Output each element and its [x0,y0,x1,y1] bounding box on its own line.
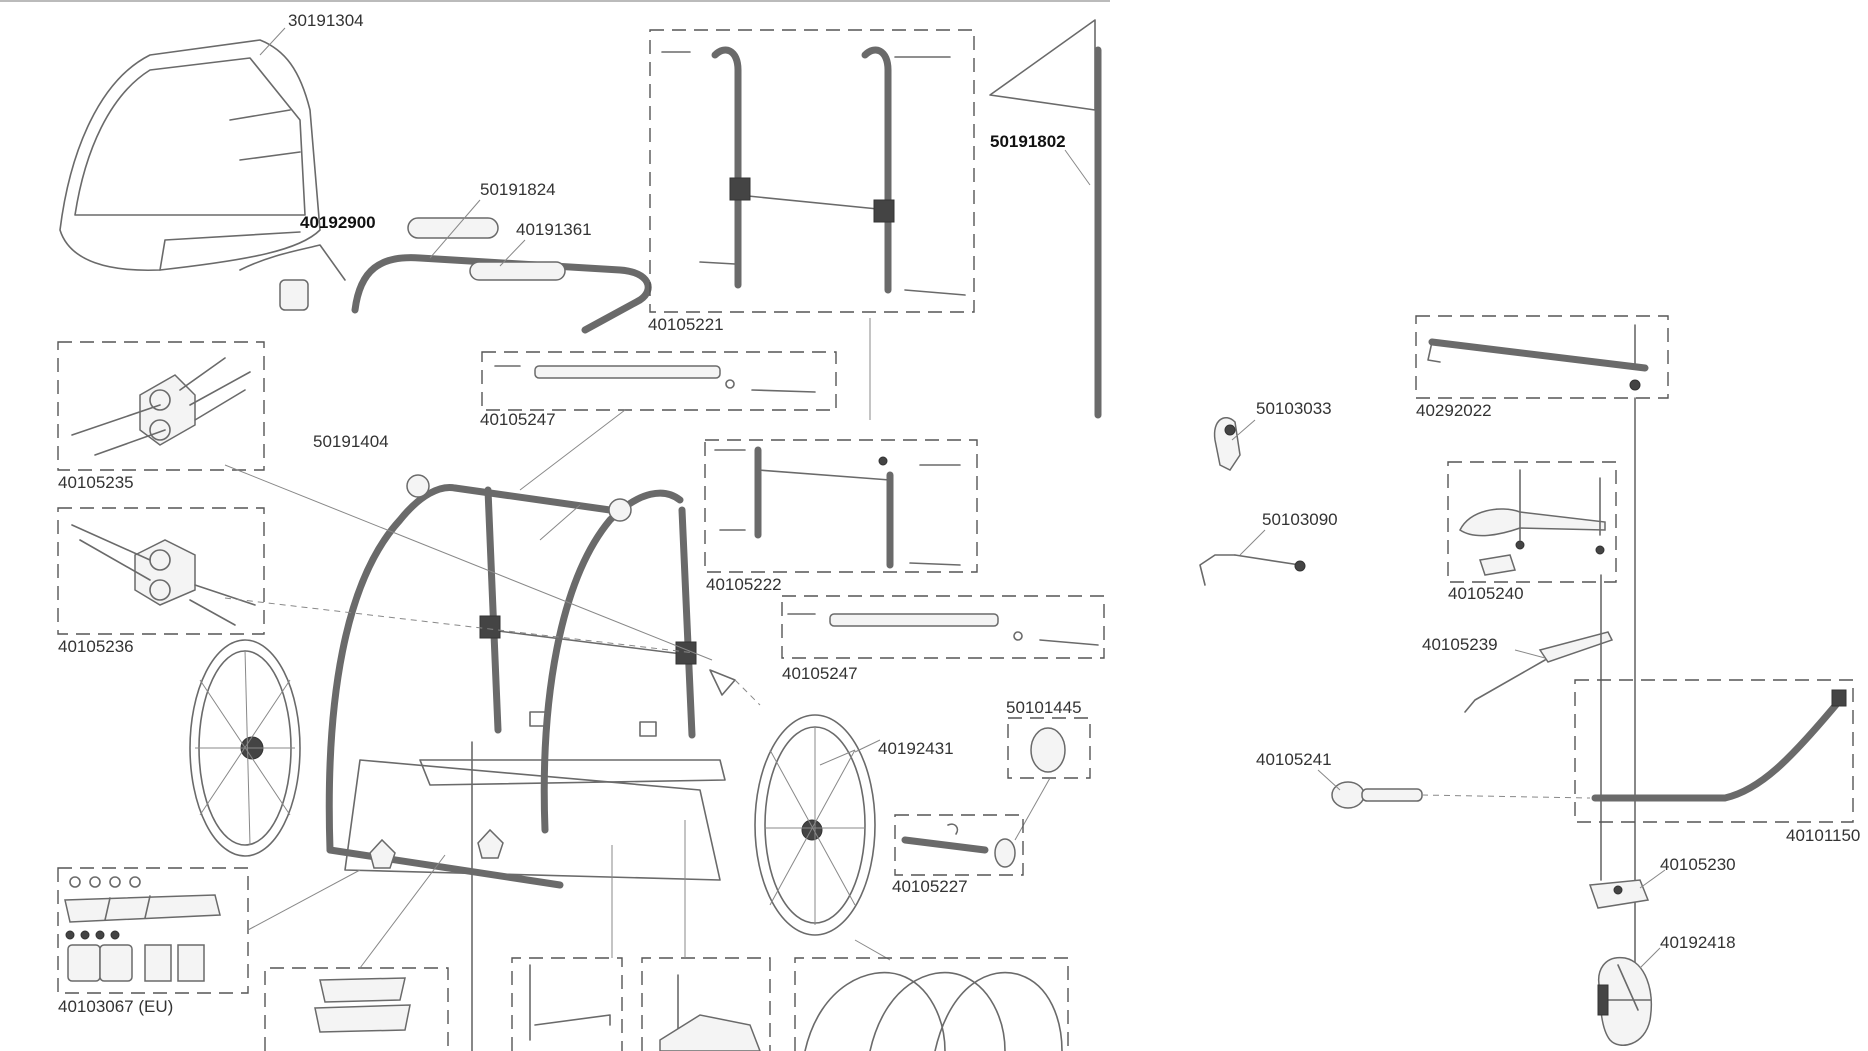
part-label-50101445: 50101445 [1006,698,1082,717]
part-label-40105227: 40105227 [892,877,968,896]
axle-rod-mid-drawing [787,613,1099,646]
quick-release-50103090-drawing [1199,529,1306,586]
part-label-40191361: 40191361 [516,220,592,239]
frame-clamp-a-drawing [71,357,251,456]
part-label-40192900: 40192900 [300,213,376,232]
push-bar-drawing [239,199,652,334]
right-wheel-drawing [754,714,891,961]
bracket-40105240-drawing [1459,469,1606,576]
cross-brace-drawing [714,446,961,569]
part-label-40105221: 40105221 [648,315,724,334]
part-label-40101150: 40101150 [1786,826,1860,845]
group-box-40105247-mid [781,595,1105,659]
part-label-50103033: 50103033 [1256,399,1332,418]
axle-rod-top-drawing [494,365,816,393]
part-label-50191404: 50191404 [313,432,389,451]
part-label-40192418: 40192418 [1660,933,1736,952]
part-label-40105235: 40105235 [58,473,134,492]
part-label-40105222: 40105222 [706,575,782,594]
part-label-40103067: 40103067 (EU) [58,997,173,1016]
group-box-40101150 [1574,679,1854,823]
group-box-40292022 [1415,315,1669,399]
frame-clamp-b-drawing [71,524,256,626]
reflector-set-drawing [64,869,361,982]
group-box-40105227 [894,814,1024,876]
group-box-40103067 [57,867,249,994]
hitch-clamp-50103033-drawing [1213,417,1256,471]
part-label-40105230: 40105230 [1660,855,1736,874]
axle-pin-drawing [819,749,989,854]
safety-strap-40105239-drawing [1464,631,1614,713]
hitch-pin-40105241-drawing [1317,769,1591,809]
strut-40292022-drawing [1427,324,1649,391]
group-box-40105236 [57,507,265,635]
safety-flag-drawing [989,19,1102,419]
group-box-40105222 [704,439,978,573]
part-label-40105247-top: 40105247 [480,410,556,429]
group-box-40105240 [1447,461,1617,583]
part-label-40292022: 40292022 [1416,401,1492,420]
group-box-40105221 [649,29,975,313]
canopy-cover-drawing [59,27,321,272]
group-box-50101445 [1007,717,1091,779]
part-label-50191824: 50191824 [480,180,556,199]
part-label-30191304: 30191304 [288,11,364,30]
front-wheel-40192418-drawing [1597,947,1661,1047]
swivel-40105230-drawing [1588,869,1666,909]
group-box-40105247-top [481,351,837,411]
part-label-40192431: 40192431 [878,739,954,758]
main-frame-drawing [224,318,871,1051]
part-label-40105241: 40105241 [1256,750,1332,769]
part-label-40105240: 40105240 [1448,584,1524,603]
part-label-50103090: 50103090 [1262,510,1338,529]
part-label-40105236: 40105236 [58,637,134,656]
group-box-40105235 [57,341,265,471]
handle-hinge-drawing [661,46,966,296]
part-label-50191802: 50191802 [990,132,1066,151]
tow-arm-40101150-drawing [1591,689,1847,802]
part-label-40105247-mid: 40105247 [782,664,858,683]
bottom-group-boxes [264,820,1069,1051]
left-wheel-drawing [189,639,301,857]
hub-cap-drawing [994,727,1066,868]
part-label-40105239: 40105239 [1422,635,1498,654]
